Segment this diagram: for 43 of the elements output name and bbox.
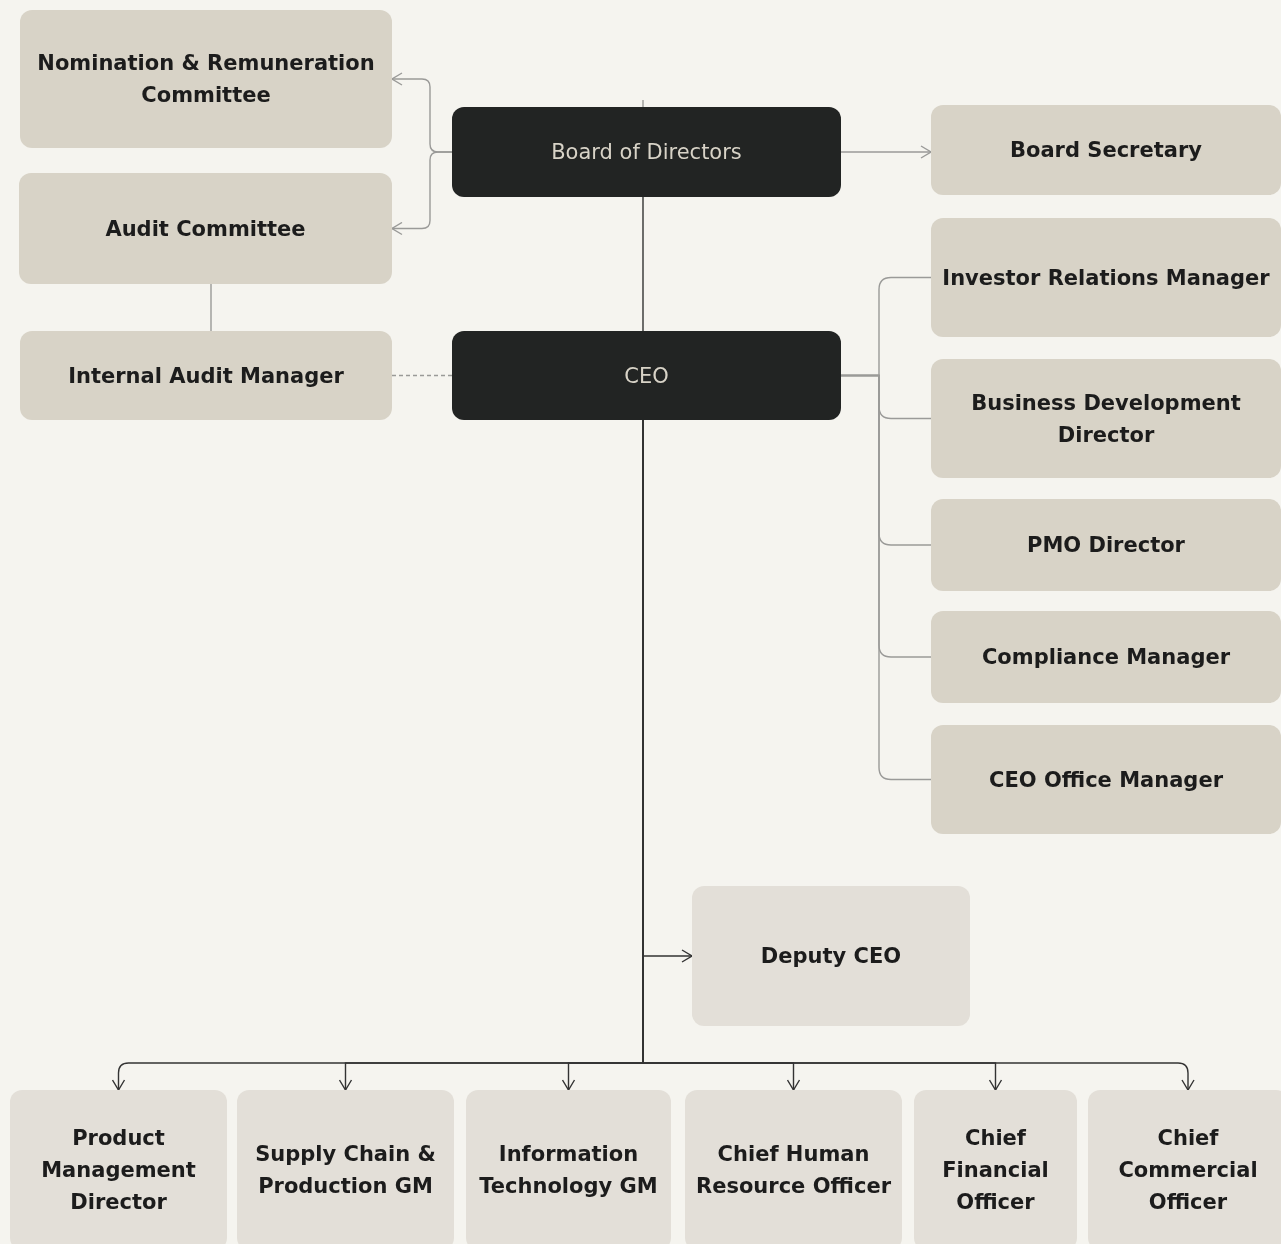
- arrow: [840, 145, 932, 159]
- arrow: [391, 151, 453, 236]
- role-box: [931, 218, 1281, 337]
- role-box: [931, 725, 1281, 834]
- role-box: [931, 499, 1281, 591]
- role-box: [931, 611, 1281, 703]
- role-title: CEO Office Manager: [989, 766, 1223, 794]
- role-box: [1088, 1090, 1281, 1244]
- role-box: [20, 331, 392, 420]
- role-box: [237, 1090, 454, 1244]
- role-box: [10, 1090, 227, 1244]
- role-title: Deputy CEO: [760, 943, 902, 970]
- board-box: [452, 107, 841, 197]
- role-title: Internal Audit Manager: [68, 362, 344, 390]
- role-title: Supply Chain & Production GM: [254, 1141, 437, 1200]
- role-box: [20, 10, 392, 148]
- role-title: Investor Relations Manager: [942, 264, 1270, 292]
- role-title: Chief Commercial Officer: [1117, 1125, 1259, 1216]
- role-box: [692, 886, 970, 1026]
- role-title: Board of Directors: [551, 139, 742, 166]
- role-title: Board Secretary: [1010, 137, 1202, 164]
- role-title: Compliance Manager: [981, 644, 1231, 671]
- role-title: PMO Director: [1027, 532, 1185, 559]
- connector-line: [210, 283, 212, 332]
- role-box: [914, 1090, 1077, 1244]
- connector-line: [642, 99, 644, 108]
- role-title: Nomination & Remuneration Committee: [36, 50, 376, 109]
- role-box: [931, 359, 1281, 478]
- role-title: Audit Committee: [105, 215, 306, 243]
- role-title: Business Development Director: [970, 389, 1242, 449]
- role-title: Chief Financial Officer: [941, 1125, 1050, 1216]
- role-box: [466, 1090, 671, 1244]
- connector-line: [642, 196, 644, 332]
- role-box: [931, 105, 1281, 195]
- connector-line: [840, 374, 932, 781]
- dashed-connector: [391, 374, 453, 377]
- role-box: [685, 1090, 902, 1244]
- role-title: Product Management Director: [40, 1125, 197, 1216]
- ceo-box: [452, 331, 841, 420]
- role-title: Chief Human Resource Officer: [695, 1141, 892, 1200]
- role-box: [19, 173, 392, 284]
- role-title: Information Technology GM: [478, 1141, 659, 1200]
- role-title: CEO: [624, 362, 669, 390]
